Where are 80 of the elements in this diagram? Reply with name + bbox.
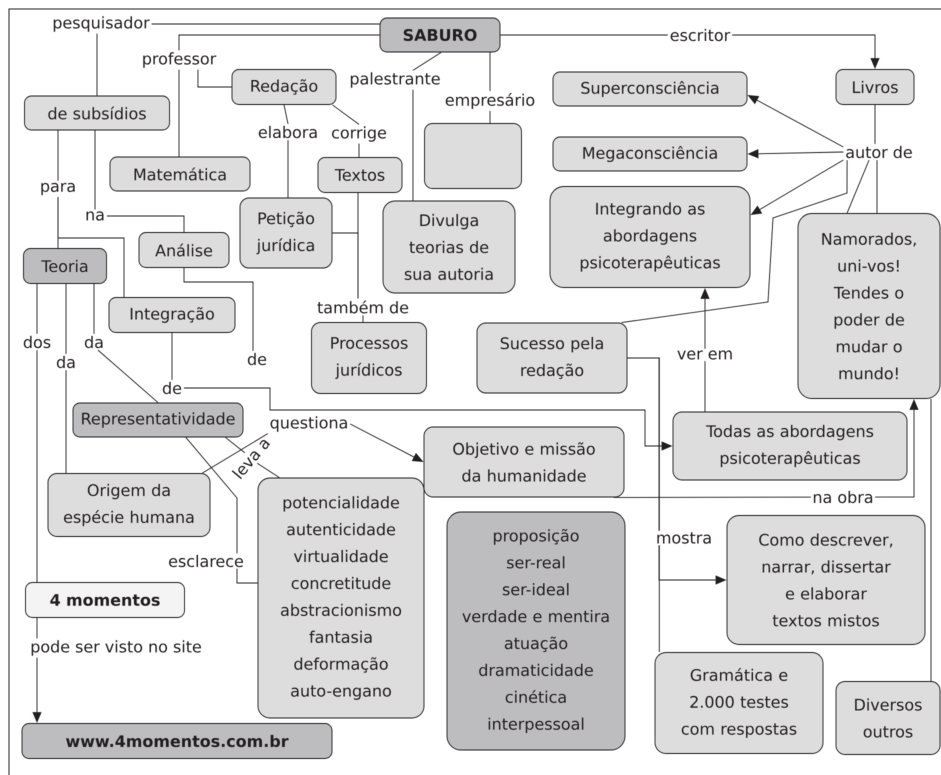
linking-phrase: dos: [21, 334, 53, 350]
empty-box: [424, 123, 522, 189]
connector-line: [202, 433, 268, 474]
linking-phrase: de: [246, 351, 268, 367]
concept-box: Integrando as abordagens psicoterapêuticas: [550, 186, 750, 288]
linking-phrase: professor: [140, 50, 218, 70]
linking-phrase: também de: [316, 299, 410, 315]
concept-box: Namorados, uni-vos! Tendes o poder de mudar o mundo!: [798, 213, 940, 399]
linking-phrase: escritor: [668, 27, 732, 43]
concept-box: Objetivo e missão da humanidade: [424, 426, 624, 498]
connector-line: [106, 216, 184, 232]
linking-phrase: na: [84, 210, 106, 222]
connector-line: [178, 34, 380, 51]
concept-box: www.4momentos.com.br: [22, 723, 332, 759]
connector-line: [225, 437, 246, 454]
connector-line: [185, 437, 258, 584]
concept-box: Textos: [318, 157, 402, 193]
linking-phrase: elabora: [256, 124, 320, 140]
linking-phrase: corrige: [330, 124, 388, 144]
edge-label: na obra: [810, 489, 876, 505]
linking-phrase: da: [82, 334, 106, 350]
connector-line: [876, 160, 878, 214]
edge-label: ver em: [675, 348, 735, 362]
concept-box: 4 momentos: [25, 582, 185, 618]
concept-box: Superconsciência: [552, 72, 748, 106]
concept-box: Gramática e 2.000 testes com respostas: [654, 652, 824, 754]
connector-line: [332, 104, 360, 125]
concept-box: proposição ser-real ser-ideal verdade e mentira atuação dramaticidade cinética interpessoal: [446, 512, 626, 750]
concept-box: Teoria: [23, 248, 107, 284]
concept-box: Redação: [232, 69, 336, 105]
concept-box: Divulga teorias de sua autoria: [382, 200, 516, 294]
concept-box: Megaconsciência: [552, 136, 748, 172]
linking-phrase: autor de: [844, 144, 914, 160]
linking-phrase: de: [160, 380, 184, 396]
concept-box: SABURO: [380, 18, 500, 52]
concept-box: de subsídios: [24, 96, 170, 130]
connector-line: [412, 52, 442, 71]
connector-line: [98, 350, 158, 403]
connector-line: [362, 314, 364, 322]
concept-box: Integração: [108, 297, 236, 333]
concept-box: Todas as abordagens psicoterapêuticas: [672, 412, 908, 480]
connector-line: [36, 350, 38, 582]
concept-box: Sucesso pela redação: [476, 322, 628, 394]
connector-line: [36, 284, 38, 334]
linking-phrase: pesquisador: [50, 14, 152, 34]
connector-line: [256, 462, 280, 478]
concept-box: Matemática: [110, 156, 250, 192]
connector-line: [412, 89, 414, 201]
connector-line: [930, 398, 932, 682]
edge-label: mostra: [654, 530, 714, 546]
connector-line: [332, 232, 358, 299]
linking-phrase: empresário: [443, 91, 537, 111]
connector-line: [197, 69, 232, 88]
concept-box: Petição jurídica: [240, 198, 332, 268]
connector-line: [178, 69, 180, 157]
linking-phrase: palestrante: [348, 70, 442, 90]
concept-box: potencialidade autenticidade virtualidade concretitude abstracionismo fantasia deformação auto-engano: [258, 478, 424, 718]
linking-phrase: da: [54, 354, 78, 370]
concept-box: Como descrever, narrar, dissertar e elaborar textos mistos: [726, 515, 926, 645]
linking-phrase: pode ser visto no site: [28, 638, 204, 658]
connector-line: [358, 143, 360, 158]
edge-label: esclarece: [166, 553, 246, 569]
concept-box: Livros: [836, 69, 914, 105]
concept-box: Processos jurídicos: [311, 322, 427, 394]
connector-line: [621, 160, 848, 323]
connector-line: [500, 34, 668, 36]
linking-phrase: para: [38, 181, 78, 197]
connector-line: [96, 33, 98, 96]
connector-line: [58, 196, 124, 298]
connector-line: [874, 104, 876, 144]
concept-box: Diversos outros: [836, 681, 940, 755]
linking-phrase: questiona: [268, 414, 350, 434]
concept-box: Análise: [138, 232, 230, 268]
connector-line: [184, 268, 254, 352]
connector-line: [94, 130, 96, 210]
connector-line: [846, 160, 870, 214]
connector-line: [284, 104, 288, 124]
concept-box: Representatividade: [72, 402, 244, 438]
concept-box: Origem da espécie humana: [48, 473, 210, 537]
connector-line: [36, 618, 38, 639]
